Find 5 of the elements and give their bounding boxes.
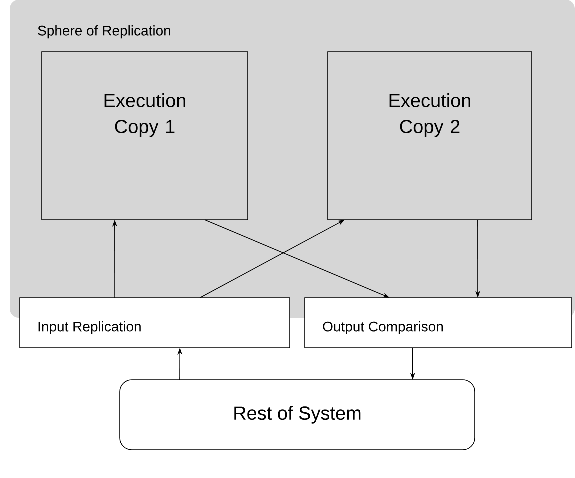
process-box: Input Replication [20,298,290,348]
execution-box: Execution Copy 2 [328,52,532,220]
system-box: Rest of System [120,380,476,450]
process-box: Output Comparison [304,298,572,348]
execution-box: Execution Copy 1 [42,52,248,220]
